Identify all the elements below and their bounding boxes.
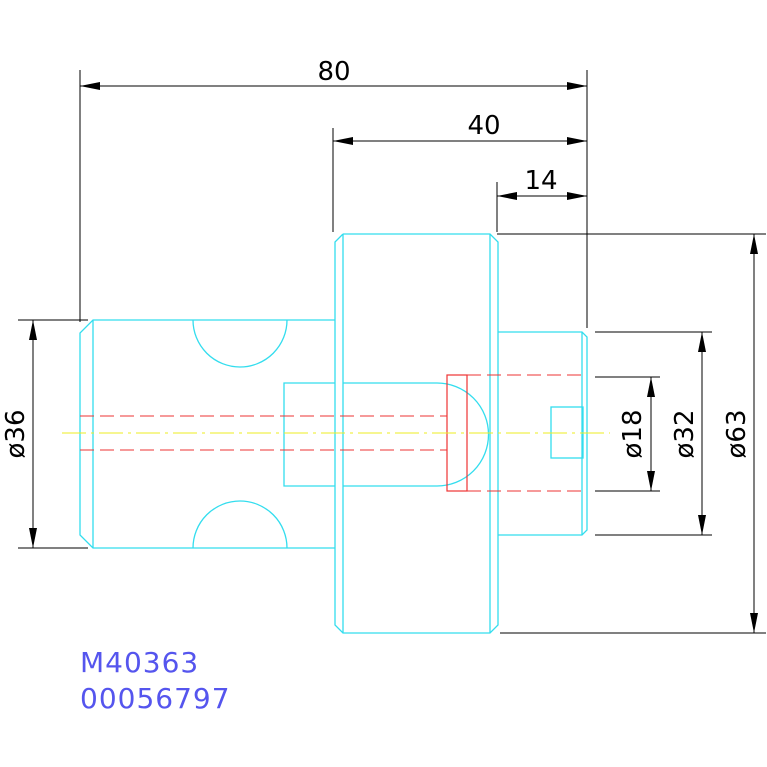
arrow-40-right (567, 137, 587, 145)
id-number: 00056797 (80, 682, 231, 715)
arrow-63-top (750, 234, 758, 254)
part-codes: M40363 00056797 (80, 646, 231, 715)
arrow-63-bottom (750, 613, 758, 633)
label-end-length: 14 (524, 166, 557, 196)
label-spigot-diameter: ø32 (670, 410, 700, 459)
label-flange-offset: 40 (467, 111, 500, 141)
arrow-32-top (698, 332, 706, 352)
left-shaft-outline (79, 319, 335, 549)
arrow-18-top (647, 377, 655, 397)
arrow-32-bottom (698, 515, 706, 535)
arrow-36-top (29, 320, 37, 340)
top-semicircle-cutout (192, 319, 288, 368)
arrow-80-right (567, 82, 587, 90)
arrow-36-bottom (29, 528, 37, 548)
arrow-80-left (80, 82, 100, 90)
dimension-labels: 80 40 14 ø36 ø18 ø32 ø63 (1, 57, 752, 459)
arrow-40-left (333, 137, 353, 145)
arrow-14-left (497, 192, 517, 200)
label-shaft-diameter: ø36 (1, 410, 31, 459)
part-number: M40363 (80, 646, 199, 679)
label-flange-diameter: ø63 (722, 410, 752, 459)
label-bore-diameter: ø18 (618, 410, 648, 459)
arrow-14-right (567, 192, 587, 200)
bottom-semicircle-cutout (192, 500, 288, 549)
inner-hub (283, 382, 490, 487)
dimension-lines (18, 70, 766, 634)
label-overall-length: 80 (317, 57, 350, 87)
arrow-18-bottom (647, 471, 655, 491)
